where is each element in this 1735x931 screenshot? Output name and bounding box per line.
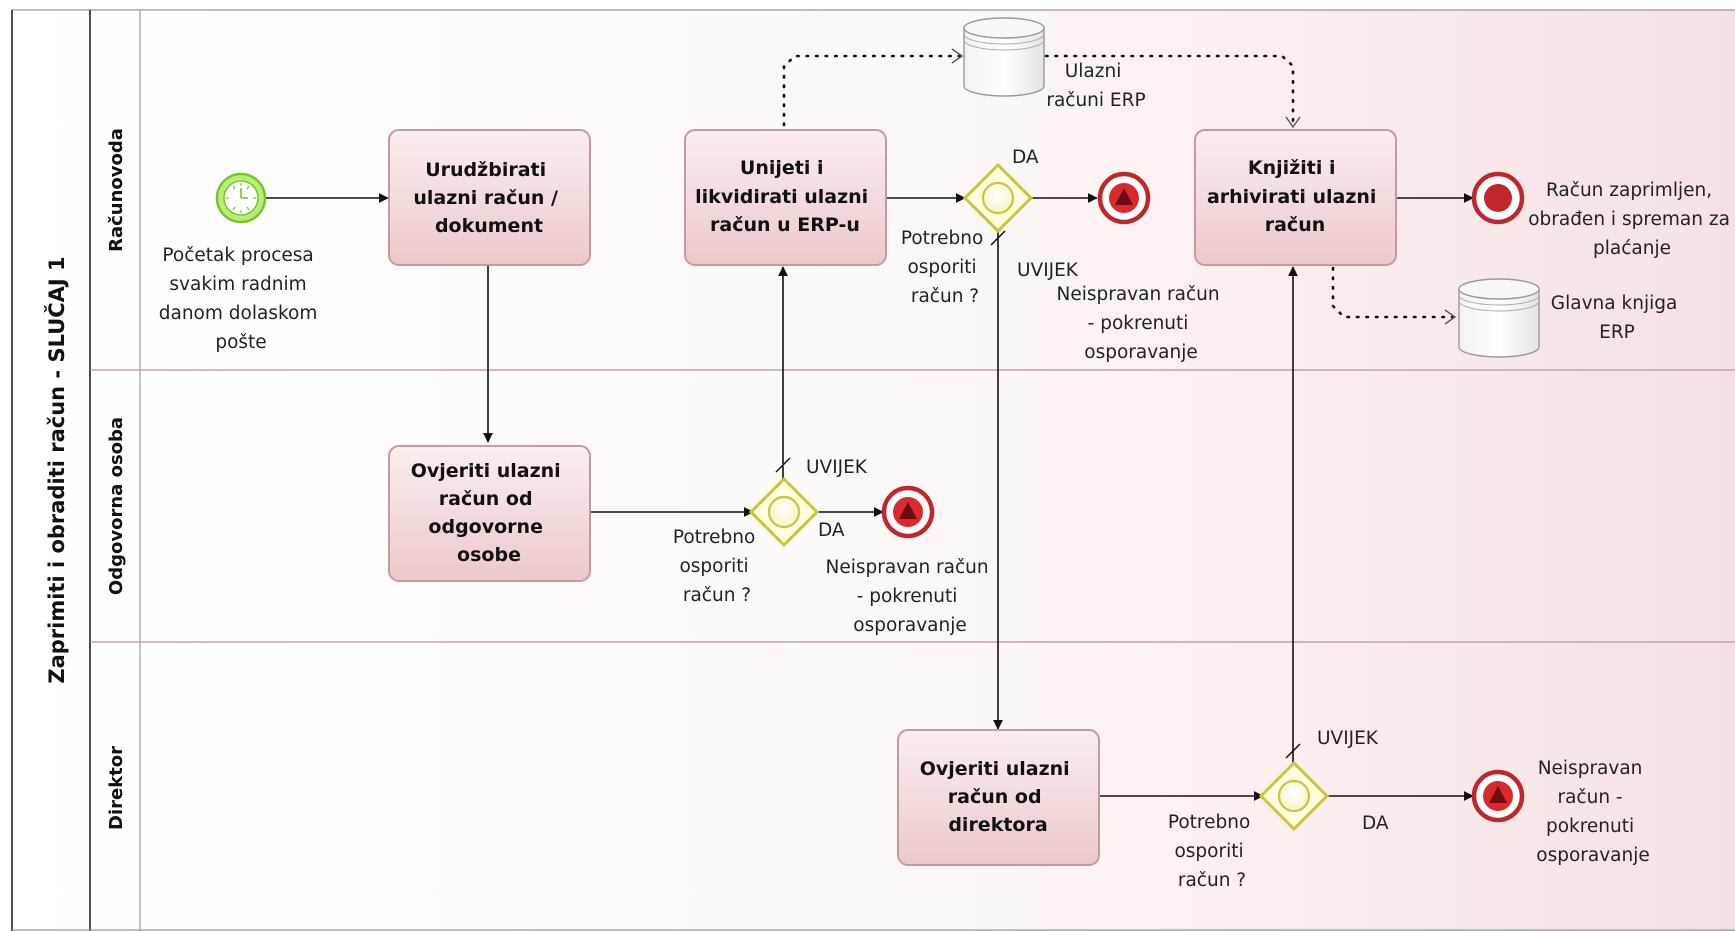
data-associations	[782, 48, 1457, 325]
end-error-racunovoda-label: Neispravan račun - pokrenuti osporavanje	[1056, 284, 1225, 363]
assoc-knjiziti-to-glavna-knjiga[interactable]	[1331, 266, 1454, 319]
datastore-glavna-knjiga-label: Glavna knjiga ERP	[1551, 293, 1683, 343]
gateway-inclusive-icon	[981, 181, 1015, 215]
gateway-odgovorna-default-label: UVIJEK	[806, 457, 868, 478]
task-unijeti[interactable]: Unijeti i likvidirati ulazni račun u ERP…	[684, 129, 887, 266]
end-error-odgovorna-label: Neispravan račun - pokrenuti osporavanje	[825, 557, 994, 636]
triangle-icon	[1115, 188, 1133, 205]
lane-title-racunovoda: Računovoda	[106, 128, 127, 252]
end-error-event-odgovorna[interactable]	[881, 485, 935, 539]
start-timer-event[interactable]	[215, 172, 267, 224]
gateway-direktor-default-label: UVIJEK	[1317, 728, 1379, 749]
gateway-direktor-question: Potrebno osporiti račun ?	[1168, 812, 1256, 891]
lane-title-direktor: Direktor	[106, 746, 127, 830]
gateway-direktor[interactable]	[1258, 760, 1330, 832]
gateway-racunovoda-question: Potrebno osporiti račun ?	[901, 228, 989, 307]
end-error-event-racunovoda[interactable]	[1097, 171, 1151, 225]
datastore-ulazni-racuni-label: Ulazni računi ERP	[1046, 61, 1145, 111]
lane-title-odgovorna-osoba: Odgovorna osoba	[106, 417, 127, 595]
gateway-odgovorna-yes-label: DA	[818, 520, 845, 541]
pool-title: Zaprimiti i obraditi račun - SLUČAJ 1	[44, 256, 69, 683]
task-ovjeriti-odgovorna[interactable]: Ovjeriti ulazni račun od odgovorne osobe	[388, 445, 591, 582]
task-unijeti-label: Unijeti i likvidirati ulazni račun u ERP…	[695, 157, 875, 236]
task-ovjeriti-direktor-label: Ovjeriti ulazni račun od direktora	[920, 758, 1077, 836]
task-ovjeriti-direktor[interactable]: Ovjeriti ulazni račun od direktora	[897, 729, 1100, 866]
task-ovjeriti-odgovorna-label: Ovjeriti ulazni račun od odgovorne osobe	[411, 460, 568, 566]
default-marker-odgovorna	[775, 457, 791, 473]
task-urudzbirati-label: Urudžbirati ulazni račun / dokument	[413, 159, 564, 237]
end-event-final[interactable]	[1471, 171, 1525, 225]
end-error-event-direktor[interactable]	[1471, 769, 1525, 823]
triangle-icon	[1489, 786, 1507, 803]
end-final-label: Račun zaprimljen, obrađen i spreman za p…	[1528, 180, 1735, 259]
triangle-icon	[899, 502, 917, 519]
task-urudzbirati[interactable]: Urudžbirati ulazni račun / dokument	[388, 129, 591, 266]
assoc-arrowhead-glavna	[1444, 309, 1457, 325]
start-event-label: Početak procesa svakim radnim danom dola…	[159, 245, 324, 353]
gateway-inclusive-icon	[1277, 779, 1311, 813]
datastore-ulazni-racuni[interactable]	[963, 17, 1045, 97]
gateway-inclusive-icon	[767, 495, 801, 529]
task-knjiziti-label: Knjižiti i arhivirati ulazni račun	[1207, 157, 1383, 236]
gateway-odgovorna-question: Potrebno osporiti račun ?	[673, 527, 761, 606]
assoc-arrowhead-knjiziti	[1285, 116, 1301, 129]
gateway-racunovoda[interactable]	[962, 162, 1034, 234]
datastore-glavna-knjiga[interactable]	[1458, 278, 1540, 358]
end-error-direktor-label: Neispravan račun - pokrenuti osporavanje	[1536, 758, 1650, 866]
gateway-odgovorna[interactable]	[748, 476, 820, 548]
gateway-racunovoda-yes-label: DA	[1012, 147, 1039, 168]
assoc-arrowhead-ulazni	[951, 48, 964, 64]
clock-icon	[226, 183, 256, 213]
task-knjiziti[interactable]: Knjižiti i arhivirati ulazni račun	[1194, 129, 1397, 266]
terminate-icon	[1484, 184, 1512, 212]
default-marker-direktor	[1285, 743, 1301, 759]
assoc-unijeti-to-ulazni-racuni[interactable]	[782, 54, 962, 127]
default-marker-racunovoda	[990, 230, 1006, 246]
gateway-direktor-yes-label: DA	[1362, 813, 1389, 834]
sequence-flows	[266, 193, 1474, 801]
gateway-racunovoda-default-label: UVIJEK	[1017, 260, 1079, 281]
